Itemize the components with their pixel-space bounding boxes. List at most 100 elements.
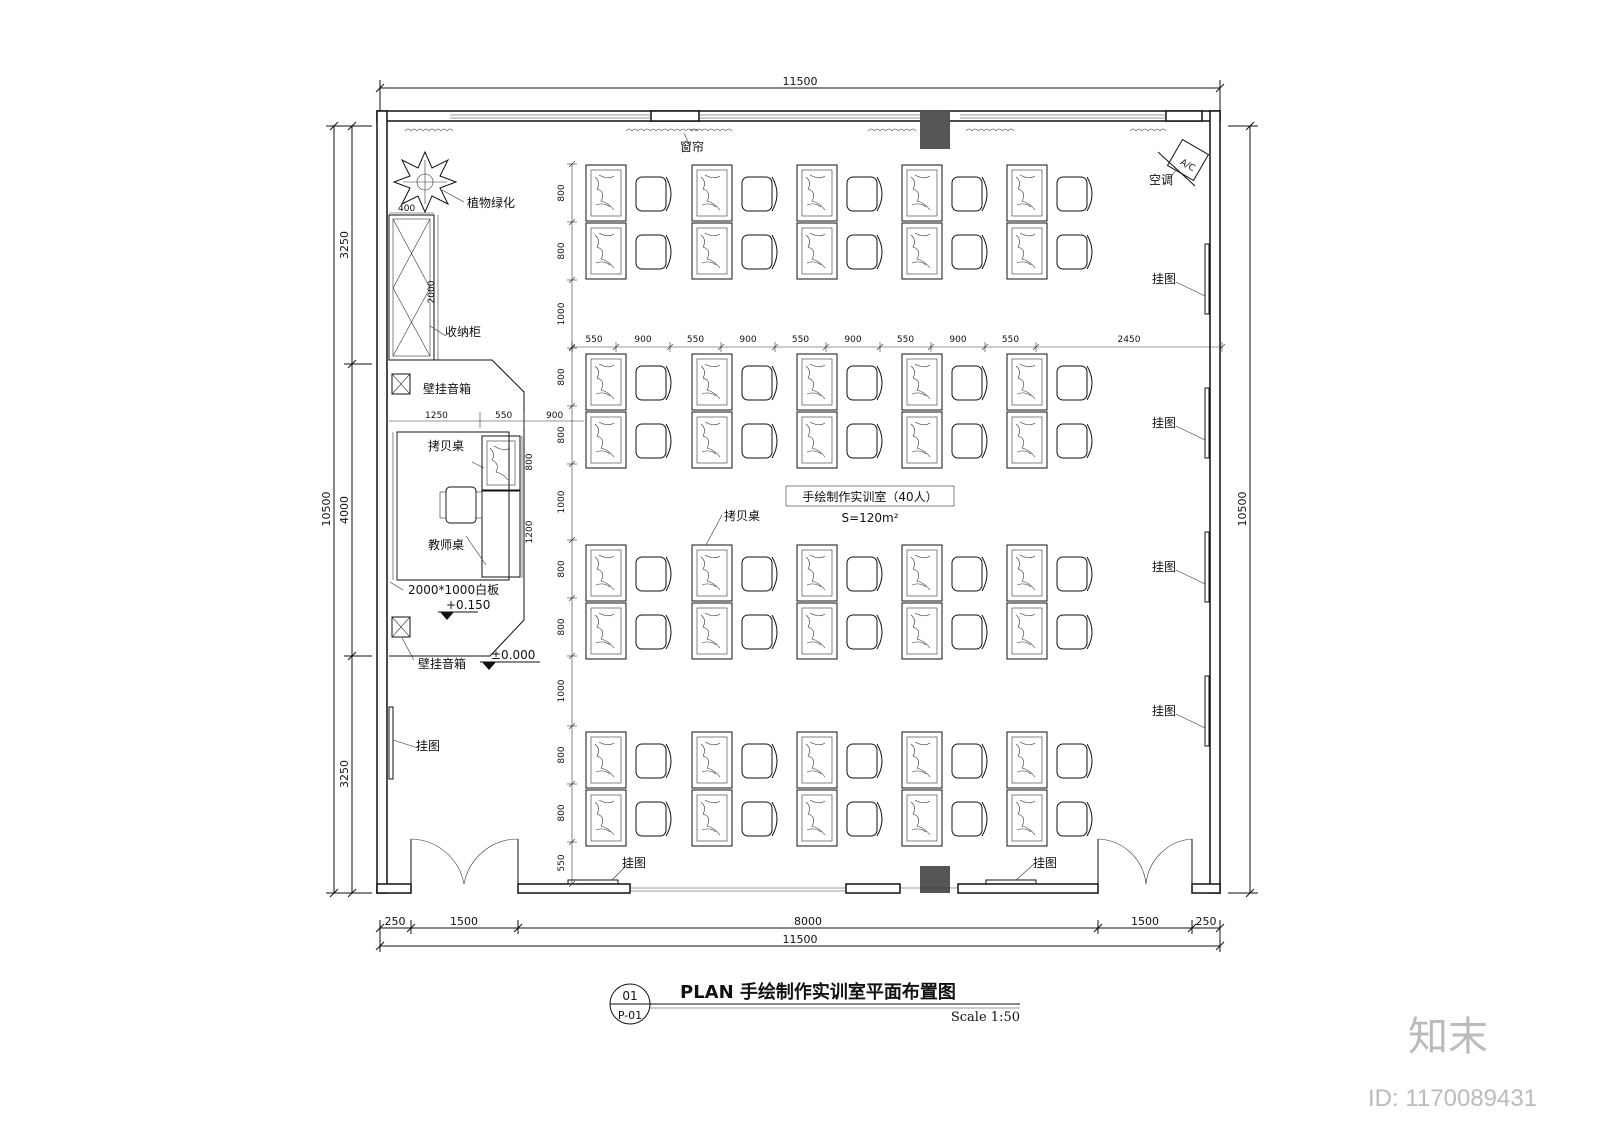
chair-icon bbox=[741, 614, 778, 650]
watermark-logo: 知末 bbox=[1408, 1015, 1488, 1059]
chair-icon bbox=[951, 176, 988, 212]
chair-icon bbox=[951, 743, 988, 779]
dim-bottom-segment: 1500 bbox=[450, 915, 478, 928]
dim-bottom-segment: 1500 bbox=[1131, 915, 1159, 928]
dim-desk-column: 800 bbox=[557, 804, 567, 821]
copy-table-desk bbox=[796, 222, 838, 280]
level-marker-low-icon bbox=[480, 661, 540, 670]
copy-table-desk bbox=[796, 411, 838, 469]
dim-left-segment: 4000 bbox=[338, 496, 351, 524]
copy-table-desk bbox=[585, 731, 627, 789]
chair-icon bbox=[846, 614, 883, 650]
wall-poster-right bbox=[1175, 243, 1210, 315]
door-left bbox=[410, 838, 519, 885]
watermark-id: ID: 1170089431 bbox=[1368, 1085, 1537, 1112]
speaker-icon-top bbox=[391, 373, 411, 395]
chair-icon bbox=[635, 365, 672, 401]
chair-icon bbox=[951, 365, 988, 401]
copy-table-desk bbox=[691, 411, 733, 469]
copy-table-desk bbox=[901, 353, 943, 411]
ac-label: 空调 bbox=[1149, 173, 1173, 187]
plant-icon bbox=[392, 150, 465, 214]
dim-bottom-overall: 11500 bbox=[783, 933, 818, 946]
wall-poster-right bbox=[1175, 387, 1210, 459]
copy-table-desk bbox=[1006, 544, 1048, 602]
teacher-height1-dim: 800 bbox=[525, 453, 535, 470]
copy-table-desk bbox=[796, 602, 838, 660]
dim-desk-row: 900 bbox=[634, 335, 651, 345]
chair-icon bbox=[1056, 423, 1093, 459]
dim-left-overall: 10500 bbox=[320, 492, 333, 527]
dim-desk-row: 550 bbox=[792, 335, 809, 345]
copy-table-desk bbox=[1006, 602, 1048, 660]
copy-table-desk bbox=[585, 353, 627, 411]
dim-bottom-segment: 250 bbox=[385, 915, 406, 928]
dim-desk-column: 550 bbox=[557, 854, 567, 871]
copy-table-desk bbox=[901, 731, 943, 789]
chair-icon bbox=[951, 614, 988, 650]
chair-icon bbox=[741, 556, 778, 592]
room-name: 手绘制作实训室（40人） bbox=[802, 489, 937, 504]
wall-poster-right bbox=[1175, 675, 1210, 747]
room-area: S=120m² bbox=[841, 511, 898, 525]
teacher-chair-icon bbox=[439, 486, 487, 566]
level-marker-high-icon bbox=[438, 611, 478, 620]
chair-icon bbox=[1056, 365, 1093, 401]
chair-icon bbox=[635, 556, 672, 592]
dim-bottom-segment: 8000 bbox=[794, 915, 822, 928]
hang-bottom-label-2: 挂图 bbox=[1033, 856, 1057, 870]
wall-poster-bottom-2 bbox=[985, 863, 1037, 885]
chair-icon bbox=[846, 801, 883, 837]
chair-icon bbox=[741, 176, 778, 212]
chair-icon bbox=[846, 176, 883, 212]
copy-table-room-label: 拷贝桌 bbox=[724, 508, 760, 523]
copy-table-desk bbox=[901, 222, 943, 280]
teacher-width2-dim: 550 bbox=[495, 411, 512, 421]
chair-icon bbox=[951, 423, 988, 459]
dim-desk-row: 900 bbox=[949, 335, 966, 345]
dim-top-overall: 11500 bbox=[783, 75, 818, 88]
chair-icon bbox=[951, 801, 988, 837]
copy-table-desk bbox=[901, 411, 943, 469]
curtain-label: 窗帘 bbox=[680, 139, 704, 154]
storage-cabinet bbox=[388, 212, 447, 361]
level-high: +0.150 bbox=[446, 598, 490, 612]
door-right bbox=[1097, 838, 1193, 885]
chair-icon bbox=[1056, 614, 1093, 650]
dimension-lines bbox=[326, 80, 1258, 952]
copy-table-desk bbox=[901, 544, 943, 602]
chair-icon bbox=[1056, 234, 1093, 270]
title-circle-sheet: P-01 bbox=[618, 1009, 642, 1022]
dim-desk-column: 1000 bbox=[557, 302, 567, 325]
chair-icon bbox=[846, 234, 883, 270]
dim-desk-column: 800 bbox=[557, 242, 567, 259]
speaker-icon-bottom bbox=[391, 616, 415, 661]
copy-table-desk bbox=[691, 353, 733, 411]
teacher-desk-label: 教师桌 bbox=[428, 537, 464, 552]
cabinet-width-dim: 400 bbox=[398, 204, 415, 214]
copy-table-desk bbox=[691, 731, 733, 789]
chair-icon bbox=[741, 365, 778, 401]
dim-desk-column: 800 bbox=[557, 560, 567, 577]
copy-table-desk bbox=[585, 411, 627, 469]
level-low: ±0.000 bbox=[491, 648, 535, 662]
dim-desk-column: 800 bbox=[557, 618, 567, 635]
copy-table-desk bbox=[901, 164, 943, 222]
air-conditioner-icon bbox=[1157, 138, 1210, 187]
dim-desk-column: 1000 bbox=[557, 679, 567, 702]
copy-table-desk bbox=[585, 222, 627, 280]
chair-icon bbox=[1056, 176, 1093, 212]
plant-label: 植物绿化 bbox=[467, 195, 515, 210]
chair-icon bbox=[1056, 743, 1093, 779]
hang-right-label: 挂图 bbox=[1152, 704, 1176, 718]
copy-table-desk bbox=[691, 222, 733, 280]
dim-desk-row: 2450 bbox=[1118, 335, 1141, 345]
copy-table-desk bbox=[901, 789, 943, 847]
ac-box-label: A/C bbox=[1178, 158, 1196, 174]
copy-table-desk bbox=[1006, 731, 1048, 789]
teacher-width3-dim: 900 bbox=[546, 411, 563, 421]
dim-left-segment: 3250 bbox=[338, 231, 351, 259]
copy-table-desk bbox=[691, 544, 733, 602]
chair-icon bbox=[741, 743, 778, 779]
